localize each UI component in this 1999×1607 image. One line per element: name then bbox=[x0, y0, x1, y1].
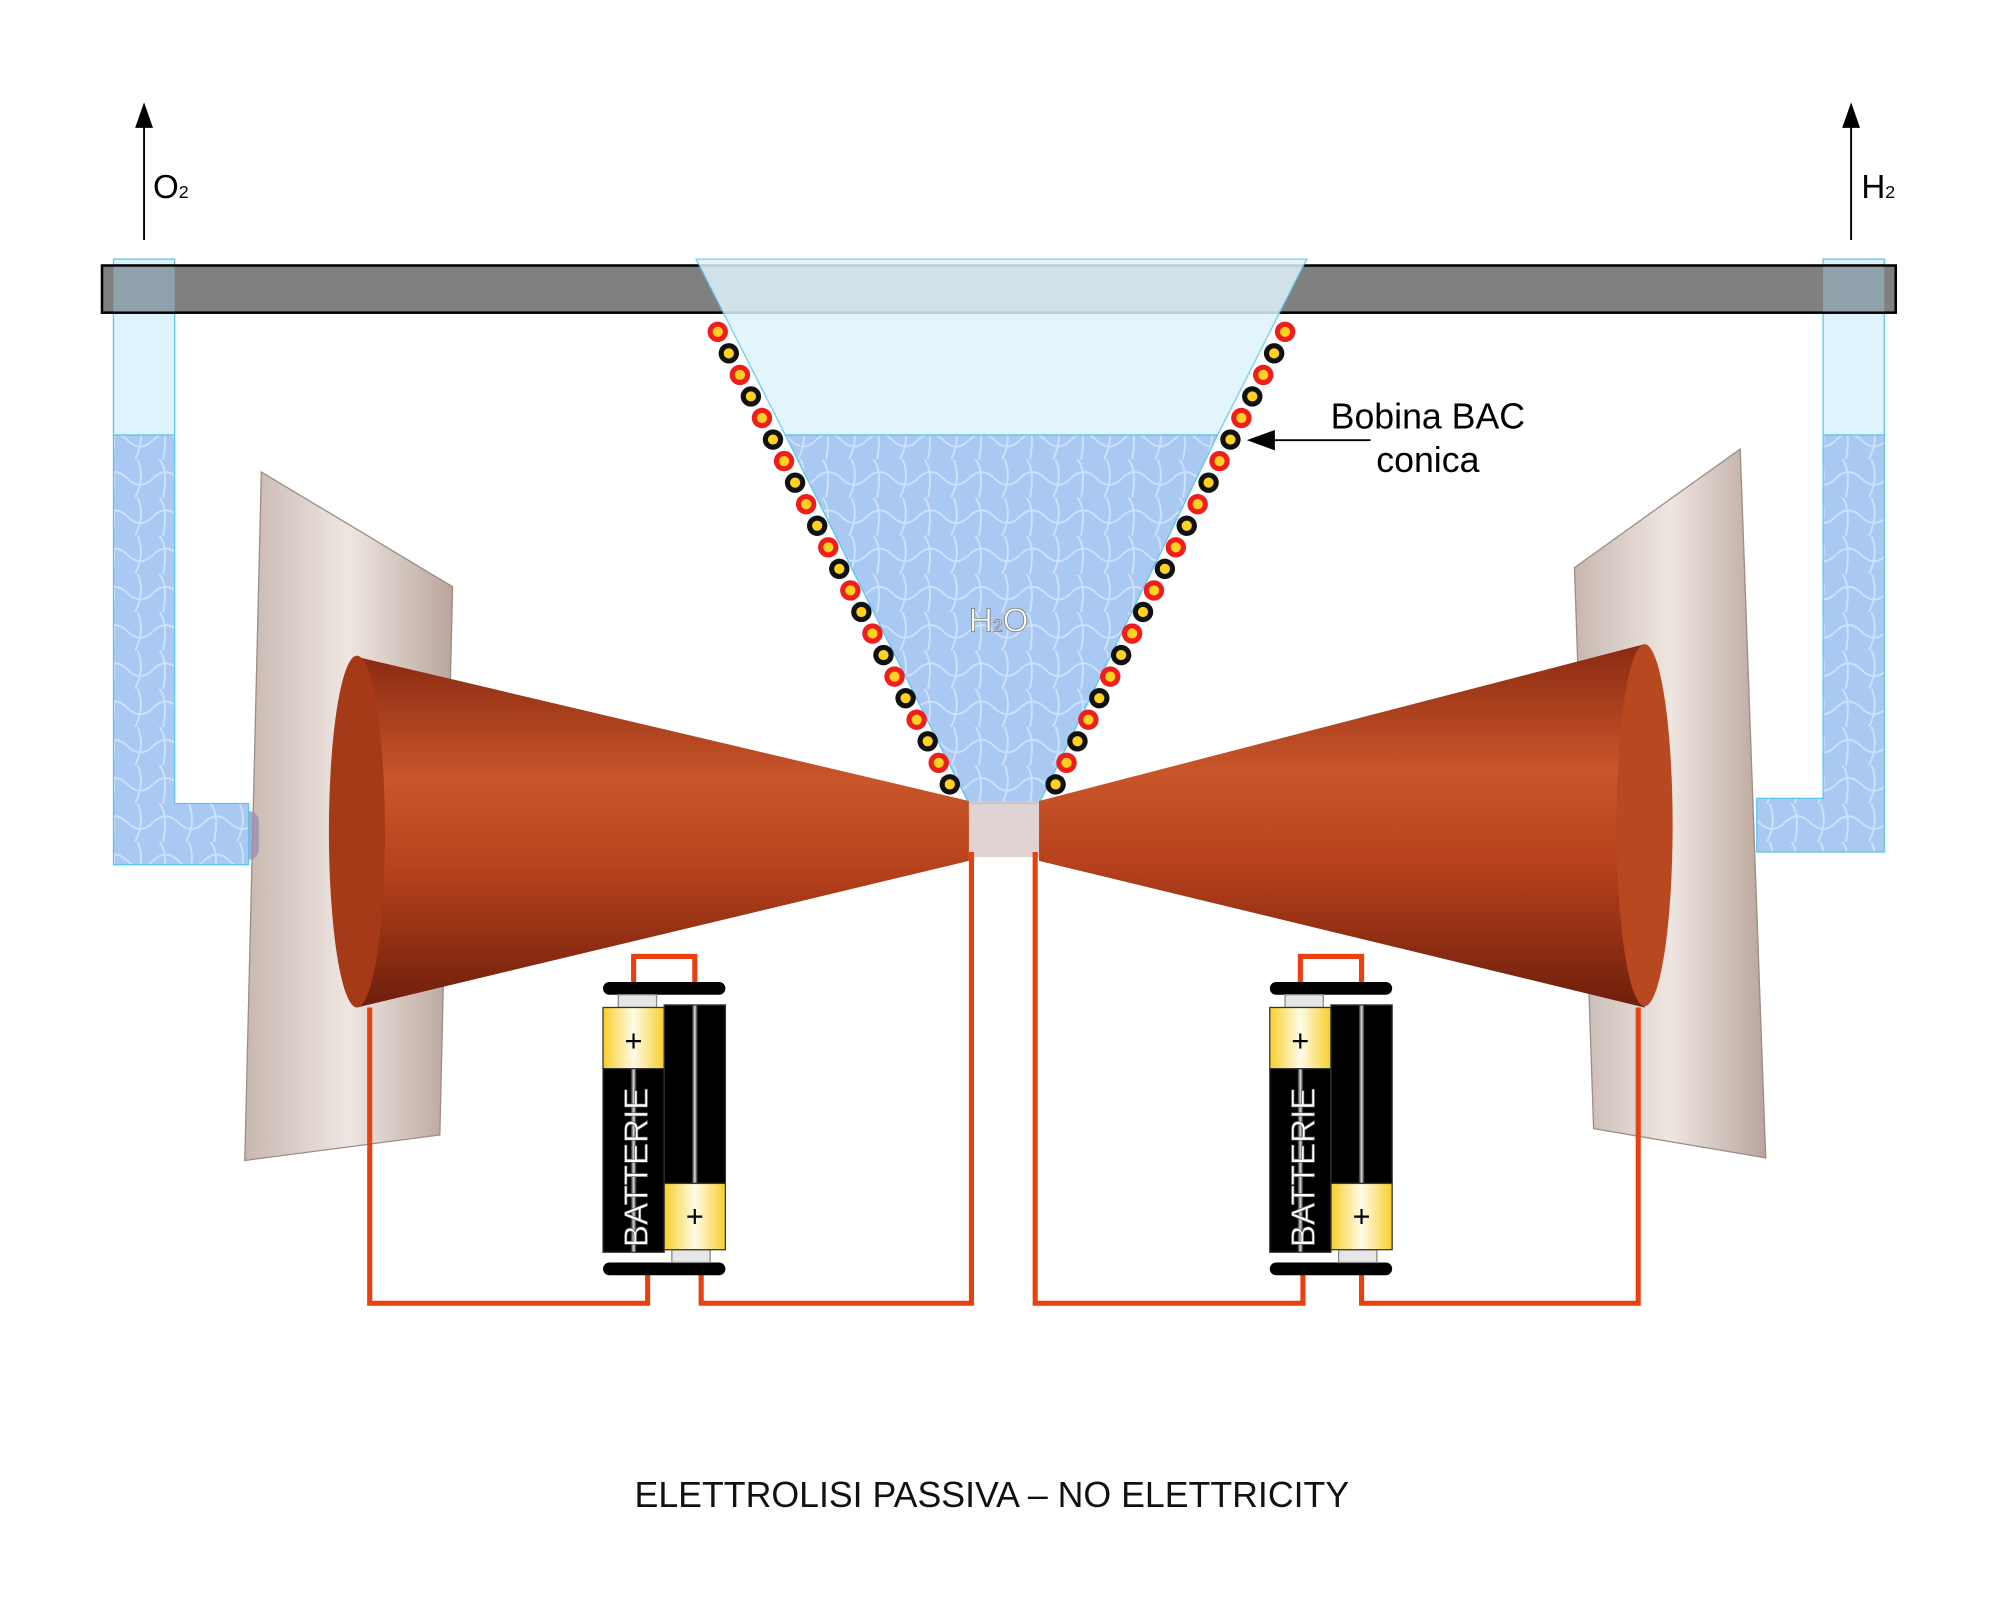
battery-label: BATTERIE bbox=[619, 1088, 656, 1248]
coil-wire-core bbox=[1061, 757, 1072, 768]
coil-label-line2: conica bbox=[1376, 440, 1479, 480]
coil-wire-core bbox=[1148, 585, 1160, 596]
coil-wire-core bbox=[1126, 628, 1138, 639]
coil-wire-core bbox=[745, 391, 756, 402]
coil-wire-core bbox=[1072, 736, 1083, 747]
coil-wire-core bbox=[1105, 671, 1116, 682]
coil-label-line1: Bobina BAC bbox=[1331, 397, 1525, 437]
coil-wire-core bbox=[778, 456, 790, 467]
coil-wire-core bbox=[767, 434, 779, 445]
coil-wire-core bbox=[789, 477, 801, 488]
coil-wire-core bbox=[900, 693, 911, 704]
coil-wire-core bbox=[823, 542, 834, 553]
coil-wire-core bbox=[878, 649, 889, 661]
hydrogen-label: H2 bbox=[1861, 169, 1895, 206]
coil-wire-core bbox=[1094, 693, 1105, 704]
left-copper-coil bbox=[328, 655, 969, 1008]
coil-wire-core bbox=[1236, 412, 1247, 424]
left-conical-coil-windings bbox=[707, 321, 960, 795]
coil-wire-core bbox=[712, 326, 723, 337]
coil-wire-core bbox=[845, 585, 856, 596]
coil-wire-core bbox=[1159, 563, 1170, 574]
battery-label: BATTERIE bbox=[1285, 1088, 1322, 1248]
coil-wire-core bbox=[756, 412, 768, 424]
coil-wire-core bbox=[856, 606, 867, 618]
coil-wire-core bbox=[812, 520, 823, 531]
water-label: H2O bbox=[969, 602, 1029, 639]
right-copper-coil bbox=[1039, 644, 1673, 1008]
coil-wire-core bbox=[1247, 391, 1258, 402]
coil-wire-core bbox=[834, 563, 845, 574]
water-funnel bbox=[695, 258, 1308, 858]
coil-wire-core bbox=[1203, 477, 1214, 488]
coil-wire-core bbox=[1258, 369, 1269, 380]
coil-wire-core bbox=[922, 736, 933, 747]
left-battery-pack: + + BATTERIE bbox=[602, 981, 727, 1276]
coil-wire-core bbox=[933, 757, 944, 768]
right-battery-pack: + + BATTERIE bbox=[1269, 981, 1393, 1276]
coil-wire-core bbox=[889, 671, 900, 682]
coil-wire-core bbox=[723, 348, 734, 359]
circuit-wires bbox=[367, 851, 1641, 1306]
coil-wire-core bbox=[867, 628, 878, 639]
coil-wire-core bbox=[1083, 714, 1094, 725]
coil-wire-core bbox=[1192, 499, 1203, 510]
coil-wire-core bbox=[1170, 542, 1181, 553]
battery-plus-bottom: + bbox=[1353, 1200, 1371, 1234]
battery-plus-top: + bbox=[1291, 1024, 1309, 1058]
coil-wire-core bbox=[1137, 606, 1149, 618]
coil-wire-core bbox=[1181, 520, 1192, 531]
coil-wire-core bbox=[734, 369, 745, 380]
left-u-tube bbox=[112, 258, 250, 866]
coil-wire-core bbox=[1225, 434, 1236, 445]
coil-wire-core bbox=[944, 779, 955, 790]
caption: ELETTROLISI PASSIVA – NO ELETTRICITY bbox=[635, 1475, 1350, 1515]
coil-wire-core bbox=[1214, 456, 1225, 467]
oxygen-label: O2 bbox=[153, 169, 189, 206]
coil-wire-core bbox=[801, 499, 812, 510]
coil-wire-core bbox=[1269, 348, 1280, 359]
coil-wire-core bbox=[1279, 326, 1291, 337]
coil-wire-core bbox=[911, 714, 922, 725]
coil-pointer-arrowhead bbox=[1246, 429, 1275, 451]
right-u-tube bbox=[1756, 258, 1885, 853]
right-conical-coil-windings bbox=[1045, 321, 1296, 795]
hydrogen-arrow-icon bbox=[1842, 102, 1861, 128]
battery-plus-top: + bbox=[625, 1024, 643, 1058]
battery-plus-bottom: + bbox=[686, 1200, 704, 1234]
oxygen-arrow-icon bbox=[135, 102, 153, 128]
coil-wire-core bbox=[1050, 779, 1061, 790]
coil-wire-core bbox=[1116, 649, 1127, 661]
